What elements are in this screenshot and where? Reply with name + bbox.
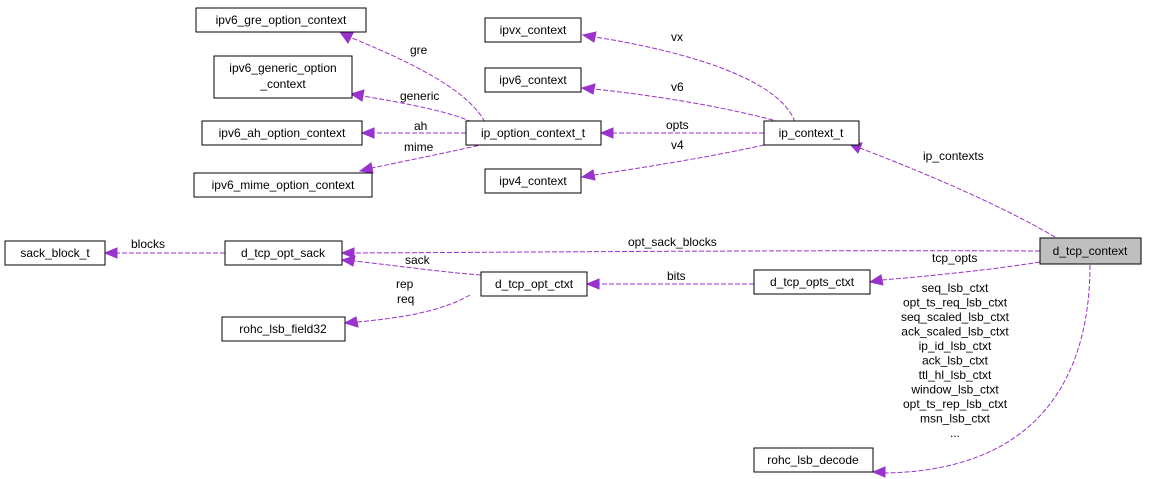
edge-label-ah: ah [414,119,427,133]
node-d-tcp-context[interactable]: d_tcp_context [1039,237,1142,265]
edge-label-mime: mime [404,140,434,154]
node-sack-block-t[interactable]: sack_block_t [4,240,106,266]
edge-label-generic: generic [400,89,439,103]
edge-mime-arrow [358,162,374,174]
edge-tcp-opts [881,261,1041,281]
edge-v6 [593,88,781,123]
edge-labels: gre generic ah mime vx v6 opts v4 ip_con… [131,30,1010,440]
edge-vx-arrow [581,31,597,43]
edge-label-bits: bits [667,269,686,283]
edge-label-lsb-list: seq_lsb_ctxtopt_ts_req_lsb_ctxtseq_scale… [901,281,1010,440]
node-label: d_tcp_opt_ctxt [495,277,574,291]
node-label: ip_context_t [779,126,844,140]
edge-v6-arrow [580,83,596,95]
node-d-tcp-opts-ctxt[interactable]: d_tcp_opts_ctxt [753,269,871,295]
edge-tcp-opts-arrow [868,274,884,286]
node-label: rohc_lsb_decode [767,453,859,467]
node-rohc-lsb-field32[interactable]: rohc_lsb_field32 [221,316,346,342]
edge-rep-req [356,294,471,323]
edge-label-lsb-field: opt_ts_rep_lsb_ctxt [903,397,1008,411]
edge-label-ip-contexts: ip_contexts [923,149,984,163]
edge-ip-contexts [859,147,1056,238]
edge-label-req: req [397,292,414,306]
edge-generic [362,95,473,123]
node-label: rohc_lsb_field32 [239,322,327,336]
edge-label-opt-sack-blocks: opt_sack_blocks [628,235,717,249]
edge-label-blocks: blocks [131,237,165,251]
edge-label-lsb-field: ack_lsb_ctxt [922,354,989,368]
node-rohc-lsb-decode[interactable]: rohc_lsb_decode [753,447,874,473]
node-label: ipv4_context [499,174,567,188]
node-label: d_tcp_opt_sack [241,246,326,260]
edge-sack [353,260,482,276]
edge-label-lsb-field: seq_lsb_ctxt [922,281,989,295]
edge-label-lsb-field: seq_scaled_lsb_ctxt [901,310,1010,324]
edge-label-vx: vx [671,30,683,44]
edge-lsb-fields [884,264,1091,474]
edge-label-lsb-field: ... [950,426,960,440]
node-ip-option-context-t[interactable]: ip_option_context_t [465,120,602,146]
node-ipvx-context[interactable]: ipvx_context [484,17,582,43]
edge-label-lsb-field: ttl_hl_lsb_ctxt [919,368,992,382]
edge-label-lsb-field: msn_lsb_ctxt [920,412,991,426]
edge-bits-arrow [585,278,600,290]
edge-generic-arrow [349,89,365,102]
node-label: ipvx_context [500,23,567,37]
node-d-tcp-opt-ctxt[interactable]: d_tcp_opt_ctxt [480,271,588,297]
edge-v4-arrow [580,169,596,181]
edge-label-lsb-field: ack_scaled_lsb_ctxt [901,325,1009,339]
edge-sack-arrow [340,255,356,267]
node-d-tcp-opt-sack[interactable]: d_tcp_opt_sack [224,240,343,266]
edge-label-opts: opts [666,118,689,132]
node-label: ipv6_ah_option_context [219,126,346,140]
edge-label-v4: v4 [671,138,684,152]
node-label: sack_block_t [20,246,90,260]
node-ipv6-context[interactable]: ipv6_context [484,67,582,93]
node-label: d_tcp_context [1053,244,1128,258]
edge-label-lsb-field: window_lsb_ctxt [910,383,999,397]
edge-opts-arrow [599,127,614,139]
edge-gre-arrow [338,31,354,44]
edge-rep-req-arrow [343,316,359,328]
node-label: d_tcp_opts_ctxt [770,275,855,289]
edge-gre [351,37,486,123]
edge-label-sack: sack [405,253,431,267]
node-label: ipv6_gre_option_context [216,13,347,27]
edge-label-lsb-field: opt_ts_req_lsb_ctxt [903,296,1008,310]
edge-label-tcp-opts: tcp_opts [932,251,977,265]
node-ipv4-context[interactable]: ipv4_context [484,168,582,194]
edge-blocks-arrow [103,247,118,259]
edge-opt-sack-blocks-arrow [340,247,355,259]
edge-label-v6: v6 [671,80,684,94]
node-label: ip_option_context_t [481,126,586,140]
node-label: ipv6_context [499,73,567,87]
node-label-line1: ipv6_generic_option [229,61,336,75]
node-ipv6-generic-option-context[interactable]: ipv6_generic_option _context [213,55,353,99]
node-ipv6-mime-option-context[interactable]: ipv6_mime_option_context [193,172,373,198]
node-label: ipv6_mime_option_context [212,178,355,192]
edge-v4 [593,144,765,176]
edge-lsb-fields-arrow [871,466,886,478]
node-ipv6-ah-option-context[interactable]: ipv6_ah_option_context [201,120,363,146]
edge-label-gre: gre [410,43,428,57]
edge-mime [371,143,486,169]
nodes: ipv6_gre_option_context ipv6_generic_opt… [4,7,1142,473]
edge-opt-sack-blocks [353,250,1041,254]
edge-vx [594,36,796,123]
edge-label-lsb-field: ip_id_lsb_ctxt [919,339,992,353]
node-ip-context-t[interactable]: ip_context_t [763,120,860,146]
node-label-line2: _context [259,77,306,91]
edge-label-rep: rep [396,277,414,291]
node-ipv6-gre-option-context[interactable]: ipv6_gre_option_context [195,7,367,33]
edge-ah-arrow [360,127,375,139]
